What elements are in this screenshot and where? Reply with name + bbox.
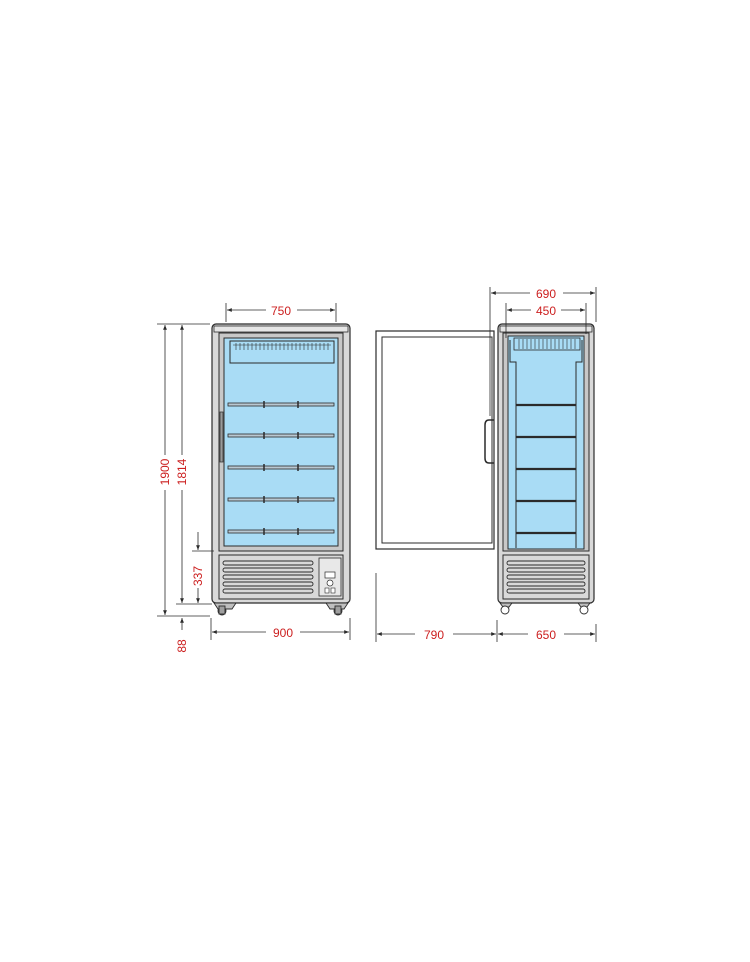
shelf xyxy=(227,433,335,438)
dimension-lines xyxy=(157,287,597,642)
shelf xyxy=(227,465,335,470)
shelf xyxy=(227,529,335,534)
open-door xyxy=(375,330,495,550)
control-knob-icon xyxy=(326,579,334,587)
door-handle xyxy=(484,419,494,464)
front-base-grille xyxy=(222,560,314,594)
front-casters xyxy=(213,602,349,616)
front-control-panel xyxy=(318,557,342,597)
dim-label-depth-base: 650 xyxy=(536,628,556,642)
dimension-labels: 750 900 1900 1814 337 88 790 650 690 450 xyxy=(158,287,556,653)
front-light-vent xyxy=(229,340,335,364)
front-view xyxy=(211,323,351,616)
shelf xyxy=(227,402,335,407)
side-top-cap xyxy=(499,325,593,333)
dim-label-depth-inner: 450 xyxy=(536,304,556,318)
front-vent-grille xyxy=(233,343,331,350)
side-vent-grille xyxy=(518,339,576,349)
door-inner-outline xyxy=(381,336,493,544)
dim-label-height-total: 1900 xyxy=(158,458,172,485)
front-glass-panel xyxy=(223,337,339,547)
side-view xyxy=(497,323,595,615)
side-glass-panel xyxy=(507,335,585,550)
dim-label-height-base: 337 xyxy=(191,566,205,586)
dim-label-width-top: 750 xyxy=(271,304,291,318)
dim-label-door-clearance: 790 xyxy=(424,628,444,642)
dim-label-depth-outer: 690 xyxy=(536,287,556,301)
side-shelves xyxy=(516,403,576,535)
door-outer-outline xyxy=(375,330,495,550)
dim-label-height-feet: 88 xyxy=(175,639,189,653)
side-casters xyxy=(499,602,591,615)
side-uprights xyxy=(509,340,583,548)
front-door-handle xyxy=(219,411,224,463)
side-base-panel xyxy=(502,554,590,600)
front-top-cap xyxy=(213,325,349,333)
front-shelves xyxy=(227,401,335,535)
display-icon xyxy=(324,571,336,579)
shelf xyxy=(227,497,335,502)
dim-label-width-bottom: 900 xyxy=(273,626,293,640)
side-base-grille xyxy=(506,560,586,594)
dim-label-height-cabinet: 1814 xyxy=(175,458,189,485)
